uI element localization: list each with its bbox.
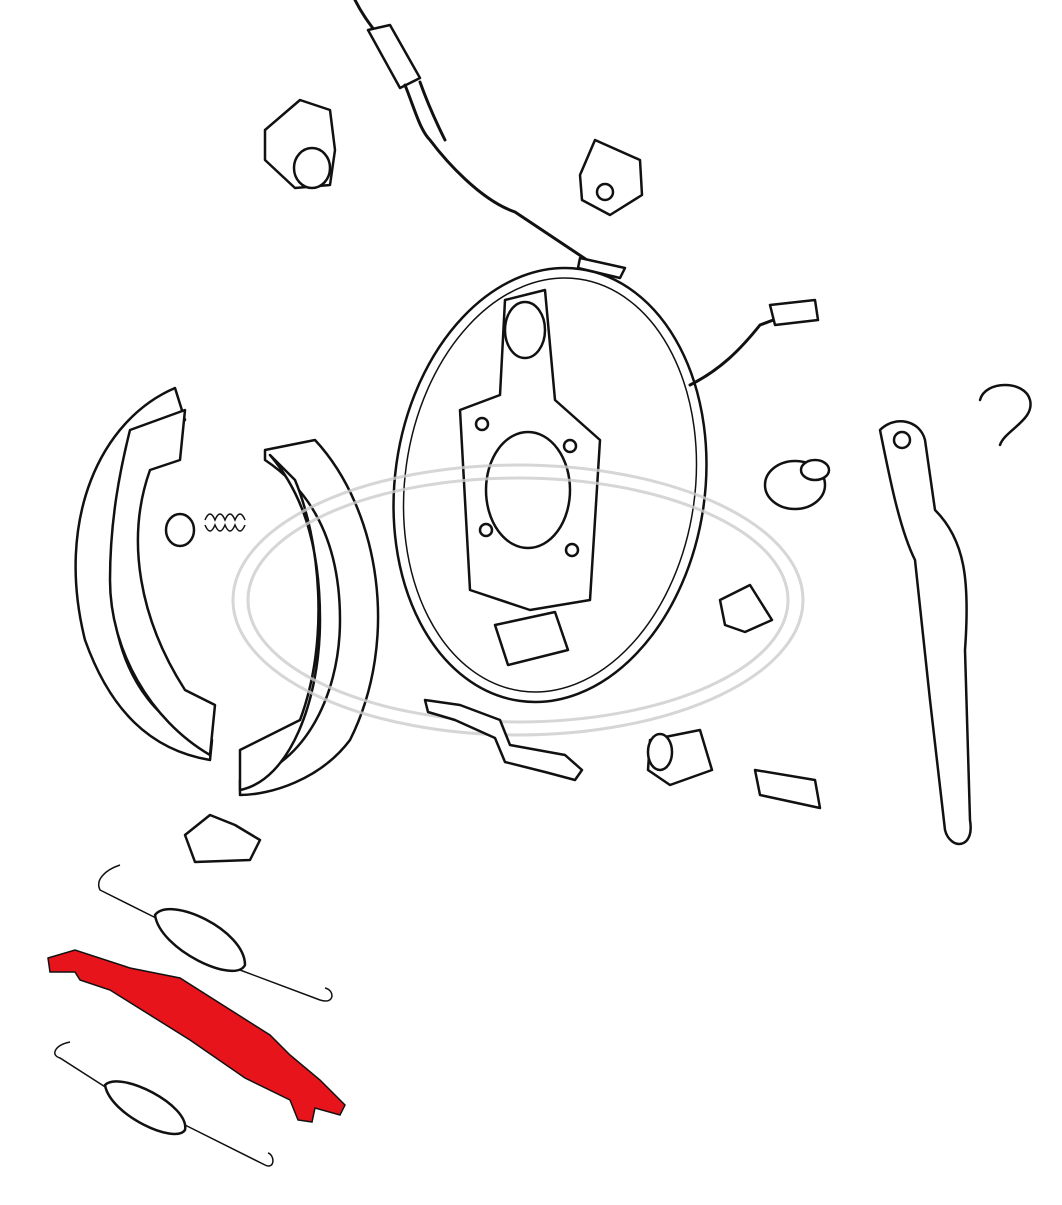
retaining-clip [978,383,1032,447]
brake-shoe-left [74,386,217,762]
brake-shoe-right [238,438,380,797]
handbrake-lever [878,420,972,846]
watermark-logo [231,463,805,737]
handbrake-cable [353,0,627,280]
adjuster-strut [423,698,584,782]
adjuster-screw [753,768,822,810]
hold-down-spring [164,512,246,548]
spring-clip [183,813,262,864]
highlighted-adjuster-bar [47,949,346,1123]
rubber-boot [718,583,774,634]
return-spring-upper [98,864,333,1002]
backing-plate [392,266,820,704]
cable-clip-part [263,98,337,190]
pivot-pin [763,458,831,511]
return-spring-lower [54,1041,274,1167]
star-wheel [646,728,714,787]
bracket-part [578,138,644,217]
